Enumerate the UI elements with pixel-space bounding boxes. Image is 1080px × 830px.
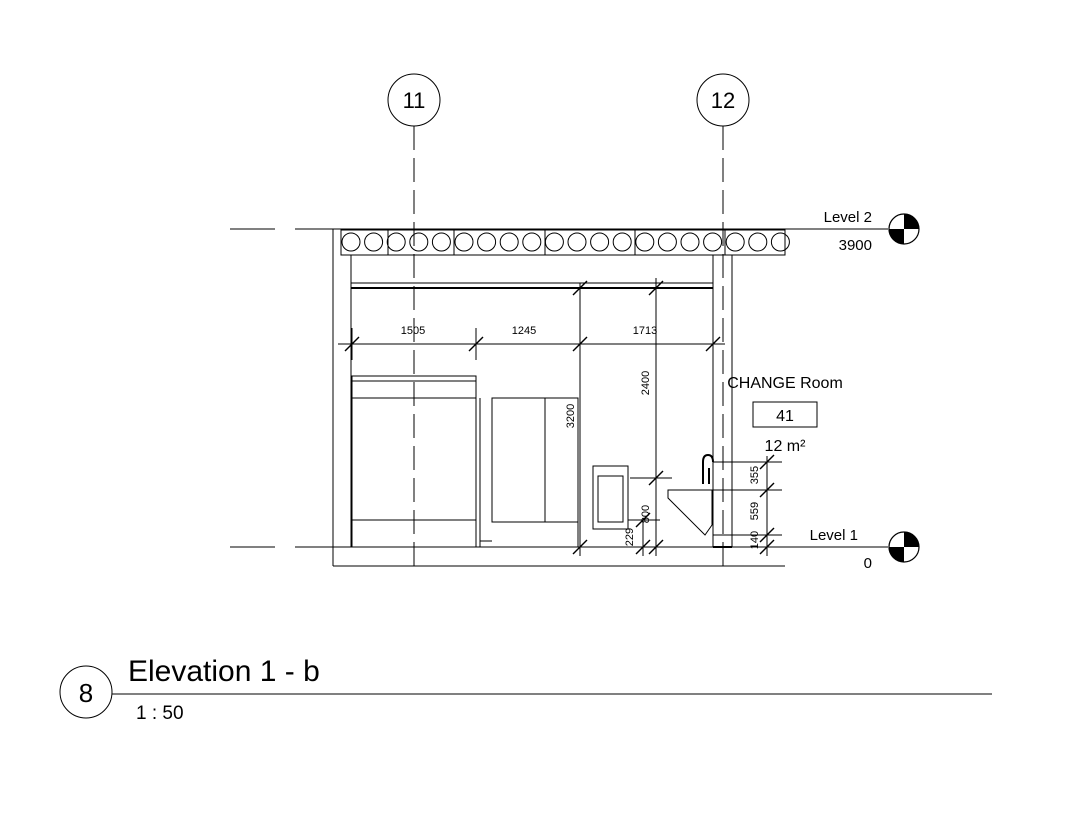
slab-core bbox=[680, 232, 700, 252]
slab-core bbox=[409, 232, 429, 252]
room-area: 12 m² bbox=[765, 438, 807, 455]
grid-11[interactable]: 11 bbox=[387, 73, 441, 572]
grid-11-label: 11 bbox=[403, 88, 426, 113]
slab-core bbox=[499, 232, 519, 252]
slab-core bbox=[725, 232, 745, 252]
dimension-355: 355 bbox=[749, 466, 761, 484]
dimension-2400: 2400 bbox=[640, 371, 652, 395]
dimension-1245: 1245 bbox=[512, 325, 536, 337]
level-1-name: Level 1 bbox=[810, 527, 858, 544]
grid-12[interactable]: 12 bbox=[696, 73, 750, 572]
dimension-229: 229 bbox=[624, 528, 636, 546]
slab-core bbox=[477, 232, 497, 252]
slab-core bbox=[748, 232, 768, 252]
slab-cores bbox=[341, 232, 790, 252]
room-name: CHANGE Room bbox=[727, 375, 843, 392]
room-tag[interactable]: CHANGE Room 41 12 m² bbox=[727, 375, 843, 455]
slab-core bbox=[703, 232, 723, 252]
slab-core bbox=[544, 232, 564, 252]
dimension-3200: 3200 bbox=[565, 404, 577, 428]
level-2-marker-icon bbox=[888, 213, 920, 245]
dimension-1713: 1713 bbox=[633, 325, 657, 337]
dimension-1505: 1505 bbox=[401, 325, 425, 337]
slab-core bbox=[341, 232, 361, 252]
level-2-elevation: 3900 bbox=[839, 237, 872, 254]
level-1[interactable]: Level 1 0 bbox=[230, 527, 920, 572]
view-number: 8 bbox=[79, 678, 93, 708]
level-1-elevation: 0 bbox=[864, 555, 872, 572]
dimensions bbox=[338, 278, 782, 556]
slab-core bbox=[590, 232, 610, 252]
level-2-name: Level 2 bbox=[824, 209, 872, 226]
room-number: 41 bbox=[776, 408, 794, 425]
grid-12-label: 12 bbox=[711, 88, 735, 113]
building-section bbox=[332, 229, 790, 567]
slab-core bbox=[567, 232, 587, 252]
slab-core bbox=[364, 232, 384, 252]
view-title-text: Elevation 1 - b bbox=[128, 655, 320, 688]
slab-core bbox=[522, 232, 542, 252]
hollow-core-slab bbox=[340, 229, 790, 256]
view-title[interactable]: 8 Elevation 1 - b 1 : 50 bbox=[59, 655, 992, 724]
slab-core bbox=[612, 232, 632, 252]
level-2[interactable]: Level 2 3900 bbox=[230, 209, 920, 254]
slab-core bbox=[635, 232, 655, 252]
view-scale: 1 : 50 bbox=[136, 703, 184, 724]
slab-core bbox=[657, 232, 677, 252]
slab-core bbox=[386, 232, 406, 252]
level-1-marker-icon bbox=[888, 531, 920, 563]
slab-core bbox=[454, 232, 474, 252]
dimension-559: 559 bbox=[749, 502, 761, 520]
dimension-140: 140 bbox=[749, 531, 761, 549]
slab-core bbox=[770, 232, 790, 252]
slab-core bbox=[431, 232, 451, 252]
dimension-800: 800 bbox=[640, 505, 652, 523]
